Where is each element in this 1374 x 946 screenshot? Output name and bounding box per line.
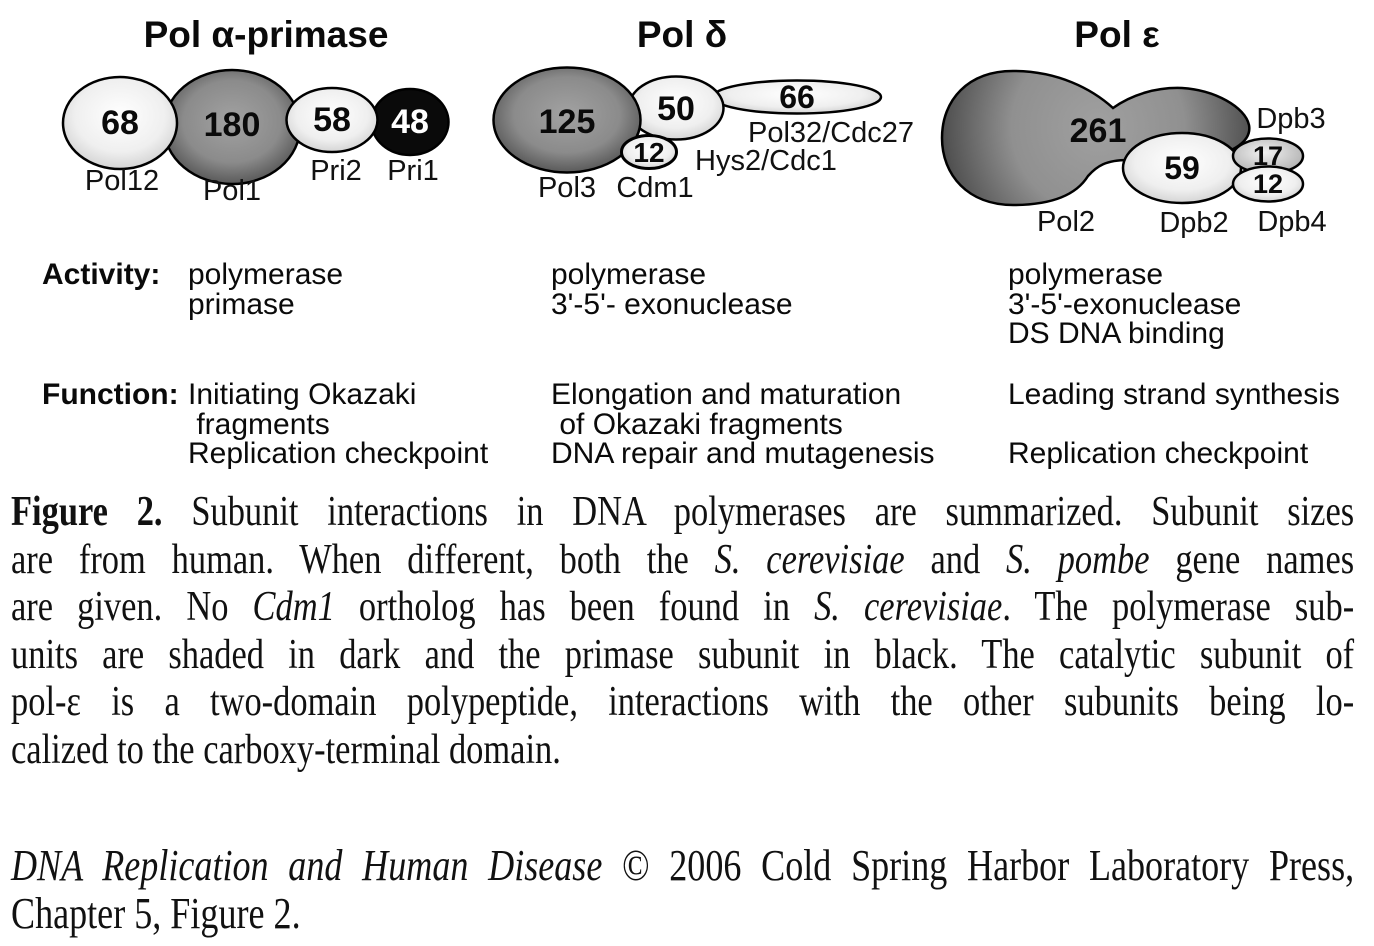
complex-title-pol-delta: Pol δ — [637, 14, 727, 55]
credit-line: Chapter 5, Figure 2. — [11, 888, 301, 938]
subunit-shape-pri2 — [285, 86, 379, 154]
subunit-size-pol2: 261 — [1070, 112, 1127, 150]
function-label: Function: — [42, 378, 179, 411]
subunit-shape-cdm1 — [620, 134, 678, 170]
caption-line: Figure 2. Subunit interactions in DNA po… — [11, 489, 1355, 535]
function-line: fragments — [188, 407, 330, 441]
gene-label-hys2-cdc1: Hys2/Cdc1 — [695, 145, 837, 177]
gene-label-pol3: Pol3 — [538, 172, 596, 204]
subunit-size-pol1: 180 — [204, 106, 261, 144]
activity-line: 3'-5'-exonuclease — [1008, 287, 1242, 321]
credit-line: DNA Replication and Human Disease © 2006… — [11, 841, 1355, 890]
credit-text: DNA Replication and Human Disease © 2006… — [11, 842, 1354, 937]
activity-line: 3'-5'- exonuclease — [551, 287, 793, 321]
figure-caption: Figure 2. Subunit interactions in DNA po… — [11, 489, 1354, 774]
gene-label-dpb4: Dpb4 — [1257, 206, 1326, 238]
gene-label-dpb2: Dpb2 — [1159, 207, 1228, 239]
function-col-pol-delta: Elongation and maturation of Okazaki fra… — [551, 380, 935, 469]
subunit-size-pol32-cdc27: 66 — [779, 79, 815, 115]
gene-label-cdm1: Cdm1 — [616, 172, 693, 204]
function-line: Replication checkpoint — [1008, 437, 1309, 470]
gene-label-dpb3: Dpb3 — [1256, 103, 1325, 135]
activity-line: polymerase — [188, 258, 344, 291]
subunit-shape-pol3 — [492, 66, 642, 174]
activity-col-pol-alpha: polymerase primase — [188, 260, 343, 319]
caption-line: units are shaded in dark and the primase… — [11, 631, 1355, 678]
subunit-size-dpb3: 17 — [1253, 141, 1283, 171]
subunit-size-pri2: 58 — [313, 101, 351, 139]
polymerase-diagram: Pol α-primase Pol δ Pol ε 68 180 58 48 P… — [61, 14, 1327, 239]
subunit-size-pri1: 48 — [391, 103, 429, 141]
function-line: Replication checkpoint — [188, 437, 489, 470]
gene-label-pol32-cdc27: Pol32/Cdc27 — [748, 117, 914, 149]
function-line: Initiating Okazaki — [188, 378, 417, 411]
activity-col-pol-epsilon: polymerase 3'-5'-exonuclease DS DNA bind… — [1008, 260, 1241, 349]
caption-line: are given. No Cdm1 ortholog has been fou… — [11, 584, 1355, 630]
activity-line: primase — [188, 287, 295, 321]
gene-label-pri2: Pri2 — [310, 155, 362, 187]
function-line: of Okazaki fragments — [551, 407, 843, 441]
subunit-size-dpb2: 59 — [1164, 150, 1200, 186]
function-col-pol-epsilon: Leading strand synthesis Replication che… — [1008, 380, 1340, 469]
subunit-size-cdm1: 12 — [633, 137, 664, 168]
gene-label-pri1: Pri1 — [387, 155, 439, 187]
activity-line: DS DNA binding — [1008, 317, 1225, 350]
subunit-shape-dpb4 — [1231, 165, 1305, 203]
activity-line: polymerase — [1008, 258, 1164, 291]
function-line — [1008, 410, 1340, 440]
caption-line: calized to the carboxy-terminal domain. — [11, 726, 561, 773]
complex-title-pol-epsilon: Pol ε — [1074, 14, 1159, 55]
gene-label-pol2: Pol2 — [1037, 206, 1095, 238]
caption-line: pol-ε is a two-domain polypeptide, inter… — [11, 679, 1355, 725]
complex-title-pol-alpha-primase: Pol α-primase — [144, 14, 389, 55]
subunit-size-hys2-cdc1: 50 — [657, 90, 695, 128]
caption-line: are from human. When different, both the… — [11, 536, 1355, 583]
function-col-pol-alpha: Initiating Okazaki fragments Replication… — [188, 380, 488, 469]
subunit-size-pol12: 68 — [101, 104, 139, 142]
gene-label-pol1: Pol1 — [203, 175, 261, 207]
function-line: DNA repair and mutagenesis — [551, 437, 935, 470]
function-line: Elongation and maturation — [551, 378, 902, 411]
gene-label-pol12: Pol12 — [85, 165, 159, 197]
subunit-size-pol3: 125 — [539, 103, 596, 141]
subunit-size-dpb4: 12 — [1253, 169, 1283, 199]
function-line: Leading strand synthesis — [1008, 378, 1340, 411]
activity-col-pol-delta: polymerase 3'-5'- exonuclease — [551, 260, 793, 319]
activity-label: Activity: — [42, 258, 161, 291]
subunit-shape-pol12 — [61, 75, 179, 171]
activity-line: polymerase — [551, 258, 707, 291]
